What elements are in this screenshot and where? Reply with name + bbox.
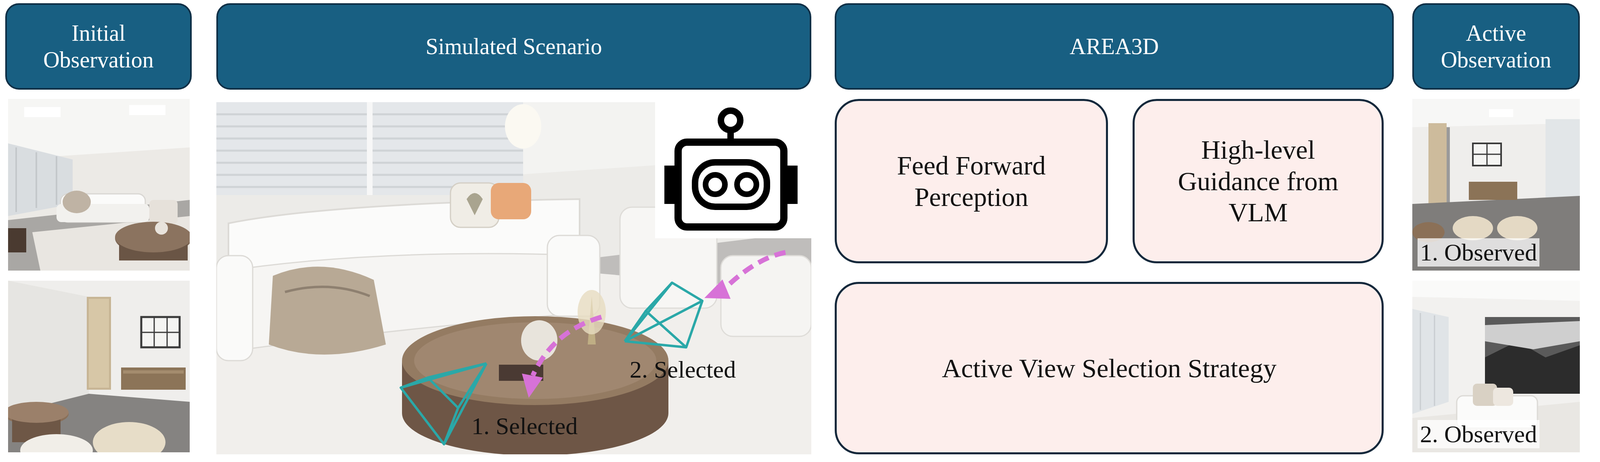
caption-label: 2. Selected <box>629 356 736 383</box>
robot-icon <box>655 102 812 239</box>
module-box: High-level Guidance from VLM <box>1132 98 1384 264</box>
caption-label: 2. Observed <box>1417 419 1540 449</box>
header-bar: AREA3D <box>834 3 1394 90</box>
module-box: Feed Forward Perception <box>834 98 1108 264</box>
camera-frustum <box>624 282 703 348</box>
node-text: Simulated Scenario <box>425 33 602 60</box>
header-bar: Initial Observation <box>5 3 192 90</box>
header-bar: Active Observation <box>1412 3 1580 90</box>
room-photo <box>4 280 190 462</box>
node-text: Active View Selection Strategy <box>942 352 1277 384</box>
node-text: High-level Guidance from VLM <box>1158 134 1358 229</box>
node-text: AREA3D <box>1069 33 1159 60</box>
trajectory-arrow <box>521 252 786 398</box>
node-text: Active Observation <box>1421 19 1571 74</box>
node-text: Initial Observation <box>14 19 183 74</box>
room-photo <box>1412 98 1580 271</box>
caption-label: 1. Selected <box>471 412 578 440</box>
room-photo <box>1412 280 1580 453</box>
room-photo <box>8 98 192 271</box>
caption-label: 1. Observed <box>1417 238 1540 267</box>
header-bar: Simulated Scenario <box>216 3 812 90</box>
node-text: Feed Forward Perception <box>860 149 1082 213</box>
scenario-render <box>216 102 812 456</box>
module-box: Active View Selection Strategy <box>834 281 1384 455</box>
